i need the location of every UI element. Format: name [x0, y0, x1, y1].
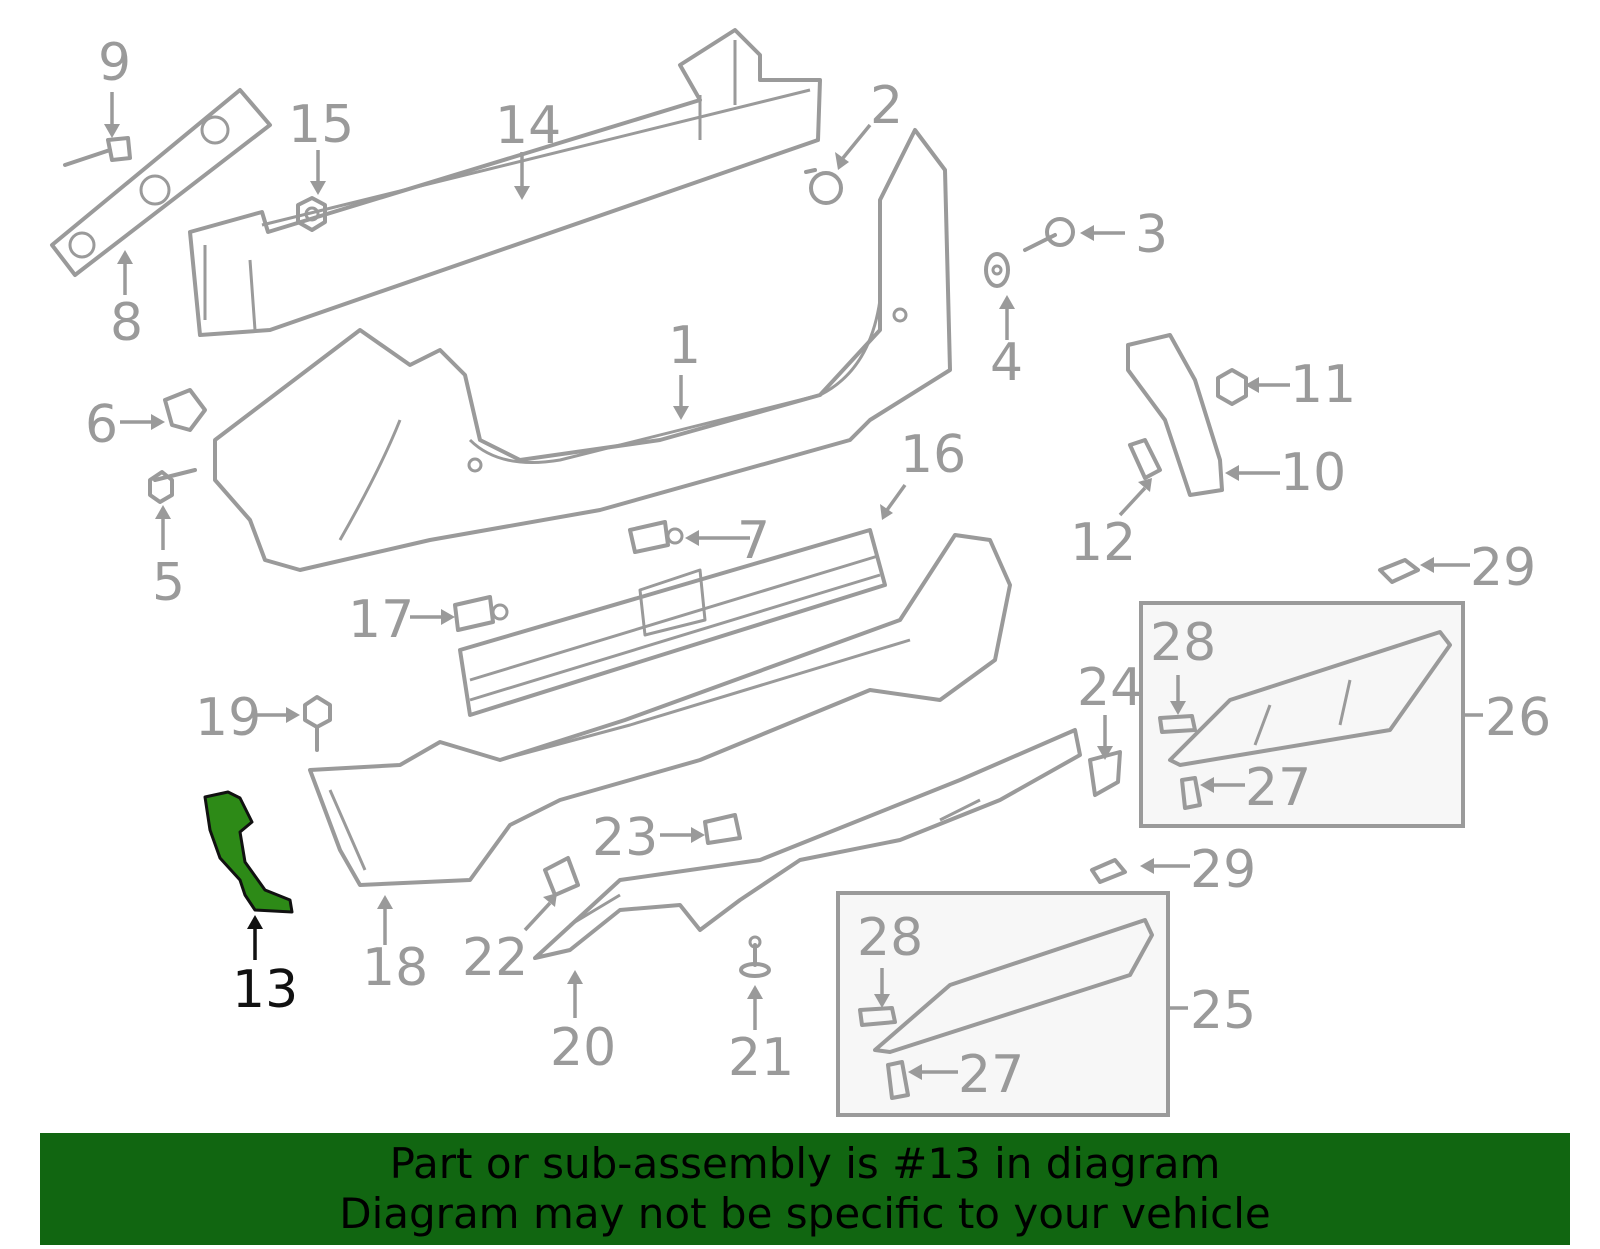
part-13-highlighted[interactable]	[203, 790, 294, 914]
callout-23[interactable]: 23	[592, 808, 658, 868]
callout-10[interactable]: 10	[1280, 443, 1346, 503]
part-clip-23	[703, 813, 742, 845]
part-screw-3	[1023, 217, 1075, 252]
part-clip-27-lower	[886, 1060, 910, 1100]
callout-6[interactable]: 6	[85, 395, 118, 455]
callout-29-lower[interactable]: 29	[1190, 840, 1256, 900]
callout-27-lower[interactable]: 27	[958, 1045, 1024, 1105]
part-bolt-5	[148, 468, 197, 504]
callout-11[interactable]: 11	[1290, 355, 1356, 415]
part-bumper-cover	[213, 128, 952, 572]
callout-28-top[interactable]: 28	[1150, 613, 1216, 673]
callout-9[interactable]: 9	[98, 33, 131, 93]
part-connector-17	[453, 595, 509, 632]
part-clip-7	[628, 520, 684, 554]
callout-22[interactable]: 22	[462, 928, 528, 988]
callout-4[interactable]: 4	[990, 333, 1023, 393]
part-clip-12	[1128, 438, 1162, 480]
callout-28-lower[interactable]: 28	[857, 908, 923, 968]
callout-12[interactable]: 12	[1070, 513, 1136, 573]
callout-19[interactable]: 19	[195, 688, 261, 748]
part-lower-valance	[533, 728, 1082, 960]
leader-arrows	[104, 92, 1483, 1080]
part-lower-cover	[308, 533, 1012, 887]
callout-26[interactable]: 26	[1485, 688, 1551, 748]
callout-14[interactable]: 14	[495, 96, 561, 156]
callout-3[interactable]: 3	[1135, 205, 1168, 265]
part-clip-29-lower	[1090, 858, 1127, 884]
part-nut-11	[1216, 368, 1248, 406]
callout-8[interactable]: 8	[110, 293, 143, 353]
callout-21[interactable]: 21	[728, 1028, 794, 1088]
part-retainer-6	[163, 388, 207, 432]
part-bolt-19	[303, 695, 332, 752]
callout-1[interactable]: 1	[668, 316, 701, 376]
part-clip-24	[1088, 750, 1122, 797]
callout-15[interactable]: 15	[288, 95, 354, 155]
callout-25[interactable]: 25	[1190, 981, 1256, 1041]
part-washer-4	[984, 252, 1010, 288]
callout-5[interactable]: 5	[152, 553, 185, 613]
callout-20[interactable]: 20	[550, 1018, 616, 1078]
callout-17[interactable]: 17	[348, 590, 414, 650]
part-pin-21	[739, 935, 771, 978]
part-clip-29-top	[1378, 558, 1420, 584]
info-banner: Part or sub-assembly is #13 in diagram D…	[40, 1133, 1570, 1245]
part-impact-bar	[188, 28, 822, 337]
callout-13-highlighted[interactable]: 13	[232, 960, 298, 1020]
callout-29-top[interactable]: 29	[1470, 538, 1536, 598]
callout-7[interactable]: 7	[737, 511, 770, 571]
callout-2[interactable]: 2	[870, 76, 903, 136]
part-clip-28-top	[1158, 714, 1197, 734]
part-side-bracket	[1126, 333, 1224, 497]
part-clip-22	[543, 856, 580, 897]
callout-27-top[interactable]: 27	[1245, 758, 1311, 818]
part-clip-28-lower	[858, 1006, 897, 1027]
callout-24[interactable]: 24	[1077, 658, 1143, 718]
part-trim-25	[873, 918, 1154, 1054]
part-bracket-left	[50, 88, 272, 277]
part-bolt-9	[63, 136, 132, 167]
part-trim-26	[1168, 630, 1452, 767]
part-nut-15	[296, 196, 327, 232]
part-clip-27-top	[1180, 776, 1202, 810]
callout-16[interactable]: 16	[900, 425, 966, 485]
banner-line-disclaimer: Diagram may not be specific to your vehi…	[339, 1189, 1271, 1238]
banner-line-part: Part or sub-assembly is #13 in diagram	[389, 1139, 1221, 1188]
part-clip-2	[804, 168, 843, 205]
callout-18[interactable]: 18	[362, 938, 428, 998]
part-energy-absorber	[458, 528, 887, 717]
